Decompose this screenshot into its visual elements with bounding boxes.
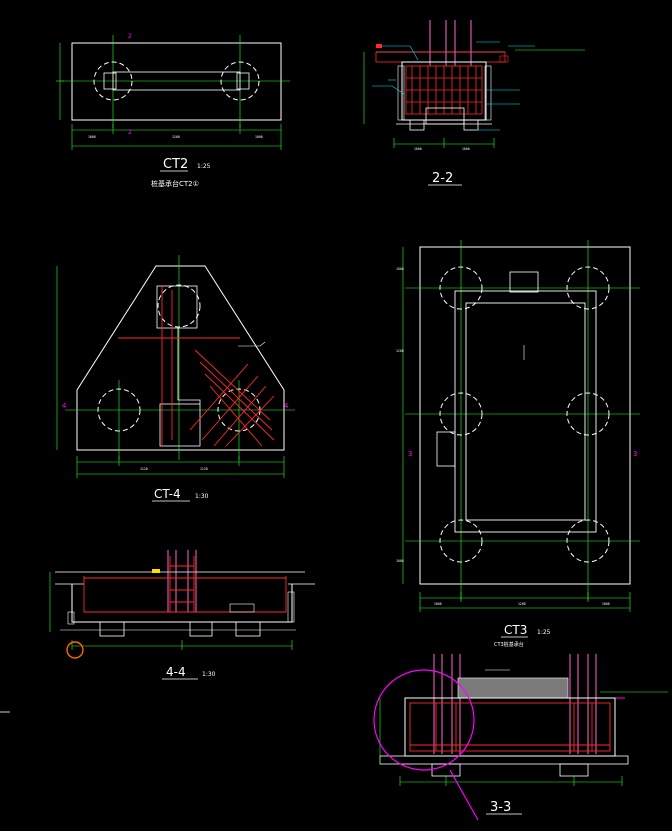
ct3-section-mark-right: 3 bbox=[633, 450, 637, 458]
sec22-dim-2: 1000 bbox=[462, 147, 470, 151]
ct3-pile-5 bbox=[439, 519, 483, 563]
ct2-caption: 桩基承台CT2① bbox=[151, 179, 199, 188]
ct3-pile-2 bbox=[566, 266, 610, 310]
ct2-dim-3: 1000 bbox=[255, 135, 263, 139]
sec22-dim-1: 1000 bbox=[414, 147, 422, 151]
ct2-pile-right bbox=[220, 61, 260, 101]
ct3-pile-4 bbox=[566, 392, 610, 436]
ct2-title: CT2 bbox=[163, 157, 188, 172]
ct4-title: CT-4 bbox=[154, 487, 181, 501]
ct3-section-mark-left: 3 bbox=[408, 450, 412, 458]
ct3-dim-left-2: 1200 bbox=[396, 349, 404, 353]
ct3-dim-1: 1000 bbox=[434, 602, 442, 606]
ct3-plan: 1000 1200 1000 1000 1200 1000 3 3 CT3 1:… bbox=[396, 240, 640, 648]
ct3-cap-outline bbox=[419, 246, 631, 585]
ct2-cap-outline bbox=[71, 42, 282, 121]
ct3-dim-3: 1000 bbox=[602, 602, 610, 606]
ct3-pile-6 bbox=[566, 519, 610, 563]
ct3-caption: CT3桩基承台 bbox=[494, 641, 524, 648]
ct3-pile-3 bbox=[439, 392, 483, 436]
ct2-pile-left bbox=[93, 61, 133, 101]
ct3-dim-2: 1200 bbox=[518, 602, 526, 606]
sec44-scale: 1:30 bbox=[202, 671, 216, 678]
ct3-dim-left-3: 1000 bbox=[396, 559, 404, 563]
ct2-plan: 1000 1200 1000 2 2 CT2 1:25 桩基承台CT2① bbox=[56, 33, 290, 188]
section-2-2: 1000 1000 2-2 bbox=[363, 20, 585, 186]
sec33-detail-circle bbox=[373, 669, 475, 771]
sec44-highlight-circle bbox=[66, 641, 84, 659]
ct4-section-mark-left: 4 bbox=[62, 402, 67, 410]
ct4-scale: 1:30 bbox=[195, 493, 209, 500]
ct4-dim-1: 1120 bbox=[140, 467, 148, 471]
ct3-dim-left-1: 1000 bbox=[396, 267, 404, 271]
ct3-pile-1 bbox=[439, 266, 483, 310]
ct4-pile-left bbox=[97, 388, 141, 432]
ct3-title: CT3 bbox=[504, 623, 527, 637]
ct4-plan: 1120 1120 4 4 CT-4 1:30 bbox=[56, 255, 295, 502]
ct2-section-mark-bottom: 2 bbox=[128, 129, 132, 136]
section-4-4: 4-4 1:30 bbox=[49, 550, 315, 680]
ct2-scale: 1:25 bbox=[197, 163, 211, 170]
ct4-pile-top bbox=[157, 284, 201, 328]
ct4-section-mark-right: 4 bbox=[284, 402, 289, 410]
ct2-section-mark-top: 2 bbox=[128, 33, 132, 40]
ct4-cap-outline bbox=[76, 265, 285, 451]
sec22-title: 2-2 bbox=[432, 171, 453, 186]
ct4-dim-2: 1120 bbox=[200, 467, 208, 471]
sec33-title: 3-3 bbox=[490, 800, 511, 815]
ct2-dim-2: 1200 bbox=[172, 135, 180, 139]
section-3-3: 3-3 bbox=[373, 654, 668, 821]
sec44-title: 4-4 bbox=[166, 665, 186, 679]
ct2-dim-1: 1000 bbox=[88, 135, 96, 139]
ct3-scale: 1:25 bbox=[537, 629, 551, 636]
